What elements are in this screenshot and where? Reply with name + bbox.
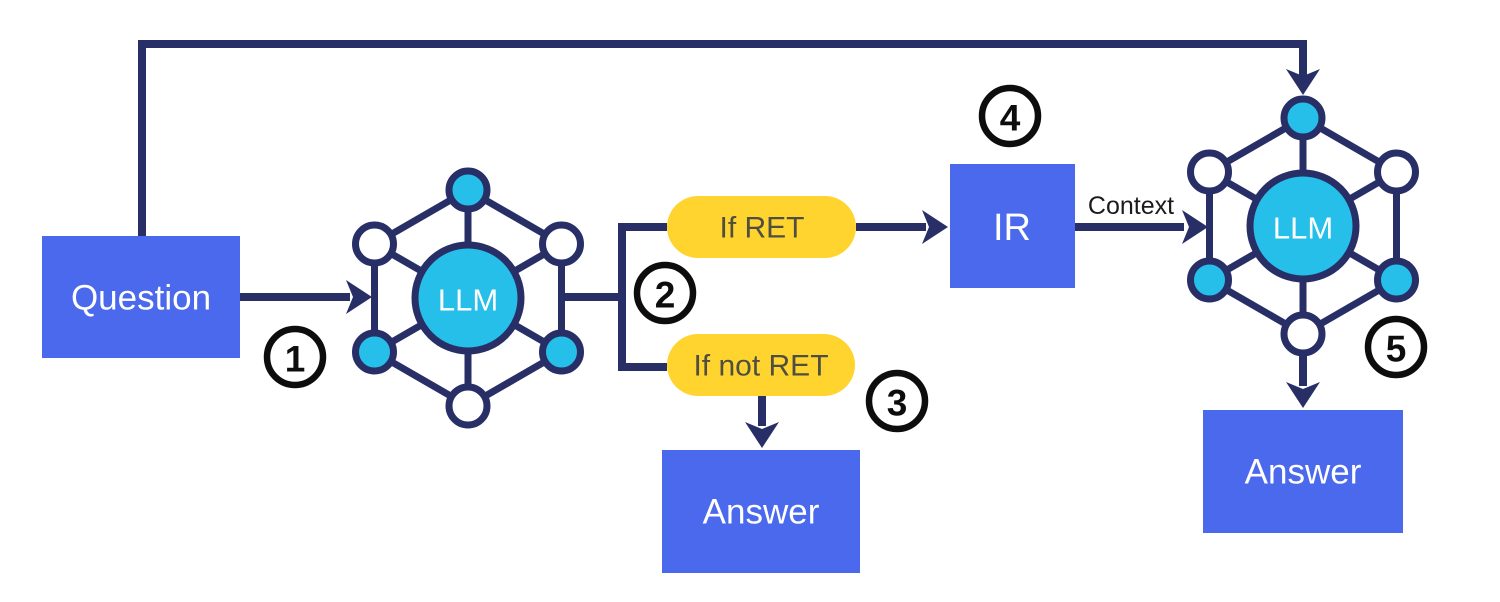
if-ret-label: If RET	[719, 212, 804, 245]
llm-answerer-label: LLM	[1273, 211, 1333, 246]
answer-final-box	[1203, 410, 1403, 533]
answer-direct-node: Answer	[662, 450, 860, 573]
badge-5-number: 5	[1386, 329, 1407, 370]
question-to-llm-arrowhead-icon	[346, 280, 372, 314]
arrow-ir-to-llm: Context	[1075, 192, 1208, 244]
network-node-top	[445, 167, 491, 213]
badge-5-circle	[1364, 315, 1428, 379]
branch-connector	[562, 223, 667, 371]
if-not-ret-pill	[667, 334, 855, 396]
network-node-bottom-left	[352, 329, 397, 375]
llm-router-label: LLM	[438, 283, 498, 318]
network-node-top-right	[539, 221, 584, 267]
step-badge-5: 5	[1364, 315, 1428, 379]
arrow-llm-to-answer	[1286, 356, 1320, 408]
network-node-top-right	[1374, 149, 1419, 195]
branch-if-ret: If RET	[667, 196, 856, 258]
badge-4-circle	[978, 84, 1042, 148]
network-node-bottom	[445, 383, 491, 429]
network-node-bottom-right	[539, 329, 584, 375]
network-node-bottom-left	[1187, 257, 1232, 303]
network-node-top-left	[352, 221, 397, 267]
step-badge-3: 3	[865, 369, 929, 433]
step-badge-4: 4	[978, 84, 1042, 148]
branch-if-not-ret: If not RET	[667, 334, 855, 396]
question-label: Question	[71, 279, 211, 318]
feedback-connector	[138, 40, 1320, 238]
answer-direct-box	[662, 450, 860, 573]
step-badge-2: 2	[633, 261, 697, 325]
feedback-arrowhead-icon	[1286, 69, 1320, 95]
step-badge-1: 1	[263, 325, 327, 389]
feedback-line	[138, 40, 1307, 238]
badge-4-number: 4	[1000, 98, 1021, 139]
badge-1-number: 1	[285, 339, 306, 380]
network-node-bottom	[1280, 311, 1326, 357]
badge-3-circle	[865, 369, 929, 433]
answer-final-label: Answer	[1245, 453, 1362, 492]
badge-2-circle	[633, 261, 697, 325]
badge-1-circle	[263, 325, 327, 389]
llm-to-answer-arrowhead-icon	[1286, 382, 1320, 408]
ir-to-llm-arrowhead-icon	[1182, 210, 1208, 244]
answer-final-node: Answer	[1203, 410, 1403, 533]
llm-core-circle	[411, 241, 525, 355]
if-not-ret-label: If not RET	[693, 350, 828, 383]
arrow-ifret-to-ir	[856, 210, 948, 244]
ir-node: IR	[950, 164, 1075, 288]
question-box	[42, 236, 240, 358]
arrow-question-to-llm	[240, 280, 372, 314]
llm-router-icon: LLM	[352, 167, 584, 429]
ifret-to-ir-arrowhead-icon	[922, 210, 948, 244]
llm-answerer-icon: LLM	[1187, 95, 1419, 357]
llm-core-circle	[1246, 169, 1360, 283]
ifnotret-to-answer-arrowhead-icon	[745, 422, 779, 448]
badge-2-number: 2	[655, 275, 676, 316]
network-node-top-left	[1187, 149, 1232, 195]
network-node-top	[1280, 95, 1326, 141]
arrow-ifnotret-to-answer	[745, 396, 779, 448]
context-edge-label: Context	[1088, 192, 1174, 220]
ir-label: IR	[993, 207, 1031, 249]
if-ret-pill	[667, 196, 856, 258]
network-node-bottom-right	[1374, 257, 1419, 303]
ir-box	[950, 164, 1075, 288]
answer-direct-label: Answer	[703, 493, 820, 532]
badge-3-number: 3	[887, 383, 908, 424]
question-node: Question	[42, 236, 240, 358]
